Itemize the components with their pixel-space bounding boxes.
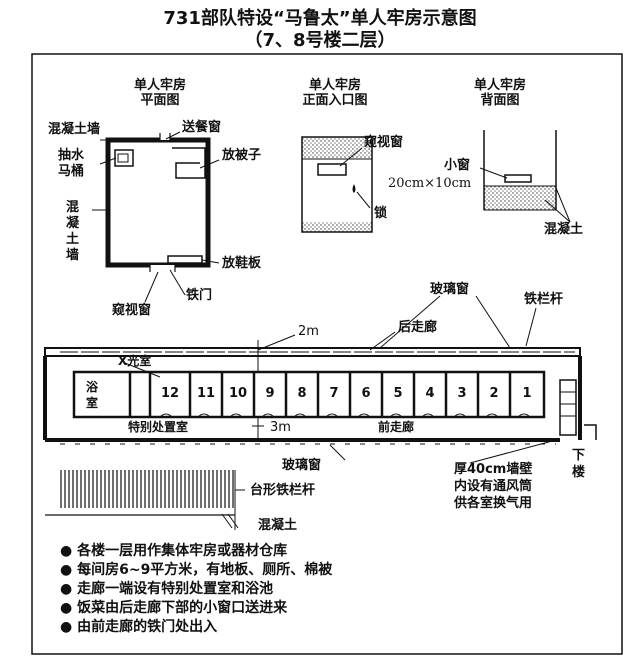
cell-number: 3	[457, 386, 467, 401]
note-item: ● 走廊一端设有特别处置室和浴池	[60, 581, 274, 597]
label-peep-window-front: 窥视窗	[364, 135, 404, 150]
label-vertical-wall-2: 凝	[66, 216, 80, 231]
diagram-title-line2: （7、8号楼二层）	[244, 30, 396, 51]
label-meal-window: 送餐窗	[182, 120, 222, 135]
cell-number: 5	[393, 386, 403, 401]
label-concrete-back: 混凝土	[544, 222, 584, 237]
label-downstairs-1: 下	[572, 448, 586, 463]
label-small-window-size: 20cm×10cm	[388, 176, 472, 191]
cell-number: 2	[489, 386, 499, 401]
bullet-icon: ●	[60, 581, 73, 597]
cell-number: 7	[329, 386, 339, 401]
bullet-icon: ●	[60, 619, 73, 635]
label-bathroom-2: 室	[86, 396, 99, 410]
bullet-icon: ●	[60, 543, 73, 559]
back-view	[479, 130, 571, 223]
label-front-corridor: 前走廊	[378, 420, 415, 434]
label-vertical-wall-4: 墙	[66, 248, 80, 263]
label-lock: 锁	[374, 206, 388, 221]
label-glass-window-bottom: 玻璃窗	[282, 458, 322, 473]
label-wall-note-2: 内设有通风筒	[454, 479, 533, 494]
bullet-icon: ●	[60, 600, 73, 616]
plan-view	[92, 131, 220, 303]
label-dimension-2m: 2m	[298, 324, 319, 339]
cell-number: 1	[522, 386, 532, 401]
cell-number: 9	[265, 386, 275, 401]
plan-view-title-line1: 单人牢房	[133, 78, 186, 93]
label-vertical-wall-1: 混	[66, 200, 80, 215]
note-item: ● 饭菜由后走廊下部的小窗口送进来	[60, 600, 288, 616]
label-downstairs-2: 楼	[572, 465, 586, 480]
cell-number: 8	[297, 386, 307, 401]
label-quilt-shelf: 放被子	[222, 148, 262, 163]
label-small-window: 小窗	[444, 158, 471, 173]
note-item: ● 由前走廊的铁门处出入	[60, 619, 218, 635]
label-shoe-board: 放鞋板	[222, 256, 262, 271]
label-xray-room: X光室	[118, 354, 152, 368]
bullet-icon: ●	[60, 562, 73, 578]
back-view-title-line1: 单人牢房	[473, 78, 526, 93]
label-peep-window-plan: 窥视窗	[112, 303, 152, 318]
note-item: ● 每间房6~9平方米，有地板、厕所、棉被	[60, 562, 333, 578]
label-terrace-rail: 台形铁栏杆	[250, 483, 316, 498]
terrace-rail-drawing	[45, 470, 245, 530]
back-view-title-line2: 背面图	[480, 93, 520, 108]
label-flush-toilet-2: 马桶	[58, 164, 85, 179]
plan-view-title: 单人牢房 平面图	[120, 78, 200, 108]
outer-frame	[31, 53, 623, 655]
diagram-title-line1: 731部队特设“马鲁太”单人牢房示意图	[163, 8, 477, 29]
front-view-title-line1: 单人牢房	[308, 78, 361, 93]
cell-number: 6	[361, 386, 371, 401]
back-view-title: 单人牢房 背面图	[460, 78, 540, 108]
label-special-room: 特别处置室	[128, 420, 189, 434]
front-view-title-line2: 正面入口图	[302, 93, 368, 108]
front-view-title: 单人牢房 正面入口图	[285, 78, 385, 108]
cell-number: 12	[160, 386, 180, 401]
label-concrete-wall: 混凝土墙	[48, 122, 101, 137]
label-vertical-wall-3: 土	[66, 232, 80, 247]
label-concrete-bottom: 混凝土	[258, 518, 298, 533]
label-glass-window-top: 玻璃窗	[430, 282, 470, 297]
label-wall-note-3: 供各室换气用	[454, 496, 533, 511]
label-wall-note-1: 厚40cm墙壁	[454, 462, 533, 477]
cell-number: 10	[228, 386, 248, 401]
label-flush-toilet-1: 抽水	[58, 148, 85, 163]
note-item: ● 各楼一层用作集体牢房或器材仓库	[60, 543, 288, 559]
front-entrance-view	[301, 136, 373, 233]
plan-view-title-line2: 平面图	[140, 93, 180, 108]
label-rear-corridor: 后走廊	[398, 320, 438, 335]
cell-number: 11	[196, 386, 216, 401]
label-iron-rail: 铁栏杆	[524, 292, 564, 307]
notes-list: ● 各楼一层用作集体牢房或器材仓库 ● 每间房6~9平方米，有地板、厕所、棉被 …	[60, 542, 332, 637]
label-iron-door: 铁门	[186, 288, 213, 303]
label-dimension-3m: 3m	[270, 420, 291, 435]
cell-number: 4	[425, 386, 435, 401]
floor-plan	[43, 295, 597, 464]
label-bathroom-1: 浴	[86, 380, 99, 394]
